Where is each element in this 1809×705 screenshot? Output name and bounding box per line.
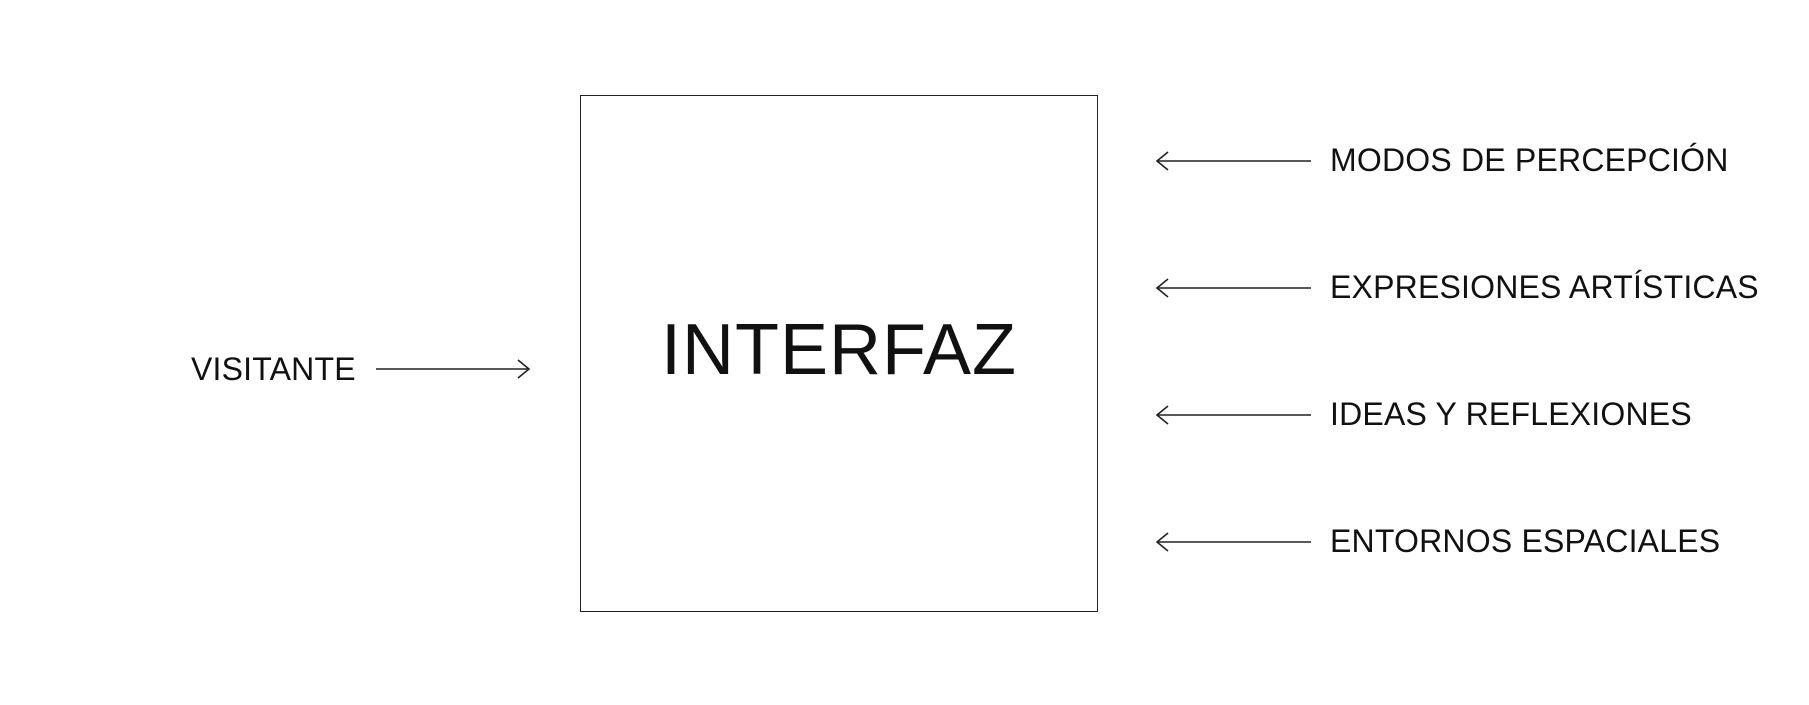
input-arrow-ideas	[1155, 405, 1311, 425]
input-arrow-artistic	[1155, 278, 1311, 298]
interface-title: INTERFAZ	[660, 310, 1017, 390]
visitor-arrow	[376, 359, 531, 379]
input-arrow-spatial	[1155, 532, 1311, 552]
interface-box: INTERFAZ	[580, 95, 1098, 612]
input-label-artistic: EXPRESIONES ARTÍSTICAS	[1330, 269, 1759, 305]
input-label-spatial: ENTORNOS ESPACIALES	[1330, 523, 1721, 559]
input-label-ideas: IDEAS Y REFLEXIONES	[1330, 396, 1692, 432]
input-label-perception: MODOS DE PERCEPCIÓN	[1330, 142, 1729, 178]
input-arrow-perception	[1155, 151, 1311, 171]
visitor-label: VISITANTE	[191, 351, 356, 387]
